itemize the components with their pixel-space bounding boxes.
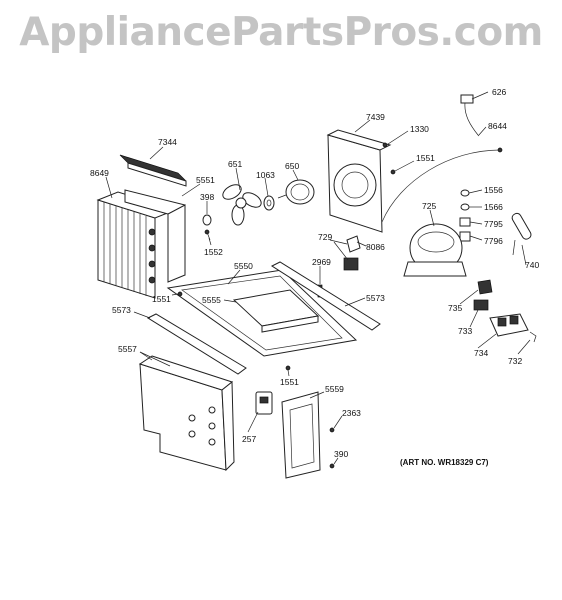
part-651-fan-blade[interactable] xyxy=(220,182,263,226)
label-8644: 8644 xyxy=(488,121,507,131)
part-2363-screw[interactable] xyxy=(329,427,335,433)
part-1566[interactable] xyxy=(460,203,470,211)
label-7795: 7795 xyxy=(484,219,503,229)
part-1063-washer[interactable] xyxy=(263,195,275,211)
art-number: (ART NO. WR18329 C7) xyxy=(400,458,489,467)
label-729: 729 xyxy=(318,232,332,242)
leader-lines xyxy=(105,91,531,465)
label-1566: 1566 xyxy=(484,202,503,212)
label-2363: 2363 xyxy=(342,408,361,418)
label-7796: 7796 xyxy=(484,236,503,246)
part-1551-screw-c[interactable] xyxy=(285,365,291,371)
part-735[interactable] xyxy=(477,279,493,295)
part-labels: 626 8644 7439 1330 1551 7344 8649 5551 6… xyxy=(90,87,539,467)
part-740-drier[interactable] xyxy=(511,212,533,256)
label-5559: 5559 xyxy=(325,384,344,394)
label-1063: 1063 xyxy=(256,170,275,180)
part-7344-strip[interactable] xyxy=(119,154,187,187)
label-1552: 1552 xyxy=(204,247,223,257)
part-650-fan-motor[interactable] xyxy=(277,179,315,205)
label-650: 650 xyxy=(285,161,299,171)
part-1330-screw[interactable] xyxy=(382,142,388,148)
part-5555-tray[interactable] xyxy=(232,289,320,333)
part-729-relay[interactable] xyxy=(343,257,359,271)
label-734: 734 xyxy=(474,348,488,358)
label-626: 626 xyxy=(492,87,506,97)
part-626-plug[interactable] xyxy=(460,94,479,136)
label-1551-c: 1551 xyxy=(280,377,299,387)
part-1556[interactable] xyxy=(460,189,470,197)
part-398-bushing[interactable] xyxy=(202,214,212,226)
label-390: 390 xyxy=(334,449,348,459)
label-5557: 5557 xyxy=(118,344,137,354)
label-5573-left: 5573 xyxy=(112,305,131,315)
label-5551: 5551 xyxy=(196,175,215,185)
label-7439: 7439 xyxy=(366,112,385,122)
label-651: 651 xyxy=(228,159,242,169)
label-1551-a: 1551 xyxy=(416,153,435,163)
watermark: AppliancePartsPros.com xyxy=(19,10,543,55)
label-1330: 1330 xyxy=(410,124,429,134)
label-8649: 8649 xyxy=(90,168,109,178)
part-5573-rail-right[interactable] xyxy=(270,261,381,331)
part-732-clip[interactable] xyxy=(529,331,537,343)
part-733[interactable] xyxy=(473,299,489,311)
part-1551-screw-b[interactable] xyxy=(177,291,183,297)
part-5559-panel[interactable] xyxy=(281,391,321,479)
part-5557-panel[interactable] xyxy=(138,355,235,472)
label-257: 257 xyxy=(242,434,256,444)
label-735: 735 xyxy=(448,303,462,313)
part-734-cover[interactable] xyxy=(489,313,529,337)
part-7796[interactable] xyxy=(459,231,471,242)
label-8086: 8086 xyxy=(366,242,385,252)
label-2969: 2969 xyxy=(312,257,331,267)
label-732: 732 xyxy=(508,356,522,366)
part-257[interactable] xyxy=(255,391,273,415)
part-5573-rail-left[interactable] xyxy=(146,313,247,375)
label-5573-right: 5573 xyxy=(366,293,385,303)
part-7795[interactable] xyxy=(459,217,471,227)
part-1551-screw-a[interactable] xyxy=(390,169,396,175)
label-5550: 5550 xyxy=(234,261,253,271)
part-390-screw[interactable] xyxy=(329,463,335,469)
label-5555: 5555 xyxy=(202,295,221,305)
part-8086-bracket[interactable] xyxy=(346,235,361,253)
label-398: 398 xyxy=(200,192,214,202)
part-5551-shroud[interactable] xyxy=(124,189,186,283)
part-7439-blower-housing[interactable] xyxy=(326,129,392,233)
label-740: 740 xyxy=(525,260,539,270)
label-1556: 1556 xyxy=(484,185,503,195)
label-7344: 7344 xyxy=(158,137,177,147)
part-8644-tube[interactable] xyxy=(381,147,503,223)
label-725: 725 xyxy=(422,201,436,211)
label-733: 733 xyxy=(458,326,472,336)
label-1551-b: 1551 xyxy=(152,294,171,304)
part-725-compressor[interactable] xyxy=(403,223,467,277)
